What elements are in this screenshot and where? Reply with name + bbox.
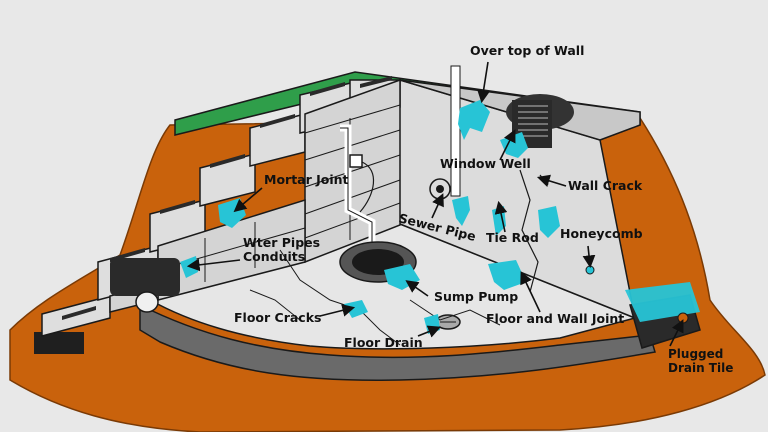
label-mortar-joint: Mortar Joint: [264, 172, 349, 187]
label-floor-and-wall-joint: Floor and Wall Joint: [486, 311, 624, 326]
arrow-wall-crack: [536, 174, 567, 187]
label-window-well: Window Well: [440, 156, 531, 171]
arrow-sump-pump: [405, 280, 429, 297]
label-drain-tile: Drain Tile: [668, 361, 733, 375]
label-over-top-of-wall: Over top of Wall: [470, 43, 584, 58]
label-tie-rod: Tie Rod: [486, 230, 539, 245]
conduit-pipe: [110, 258, 180, 296]
footing-block-left: [34, 332, 84, 354]
arrow-floor-wall-joint: [520, 271, 541, 313]
label-floor-drain: Floor Drain: [344, 335, 423, 350]
electrical-box: [349, 154, 363, 168]
label-wall-crack: Wall Crack: [568, 178, 643, 193]
arrow-water-pipes: [186, 258, 241, 272]
wire: [359, 161, 375, 213]
label-plugged: Plugged: [668, 347, 723, 361]
arrow-over-top-of-wall: [477, 61, 490, 104]
label-floor-cracks: Floor Cracks: [234, 310, 321, 325]
water-pipe-outline: [340, 127, 373, 262]
conduit-opening: [135, 291, 159, 313]
label-sump-pump: Sump Pump: [434, 289, 518, 304]
pointer-arrows: [186, 61, 684, 347]
arrow-mortar-joint: [233, 187, 263, 213]
arrow-plugged-drain-tile: [669, 319, 684, 347]
arrow-floor-cracks: [319, 304, 356, 317]
arrow-floor-drain: [417, 325, 441, 338]
drain-tile-plug: [677, 312, 689, 324]
window-well-grate: [518, 105, 548, 137]
arrow-tie-rod: [494, 200, 508, 233]
label-honeycomb: Honeycomb: [560, 226, 643, 241]
arrow-honeycomb: [582, 245, 596, 269]
arrow-sewer-pipe: [431, 193, 444, 219]
vertical-pipe: [450, 65, 461, 197]
drain-tile-leak: [625, 282, 700, 322]
sewer-pipe-opening: [436, 185, 444, 193]
label-conduits: Conduits: [243, 249, 305, 264]
arrow-window-well: [499, 129, 516, 161]
label-water-pipes: Wter Pipes: [243, 235, 320, 250]
footing: [139, 303, 656, 381]
honeycomb-spot: [585, 265, 595, 275]
